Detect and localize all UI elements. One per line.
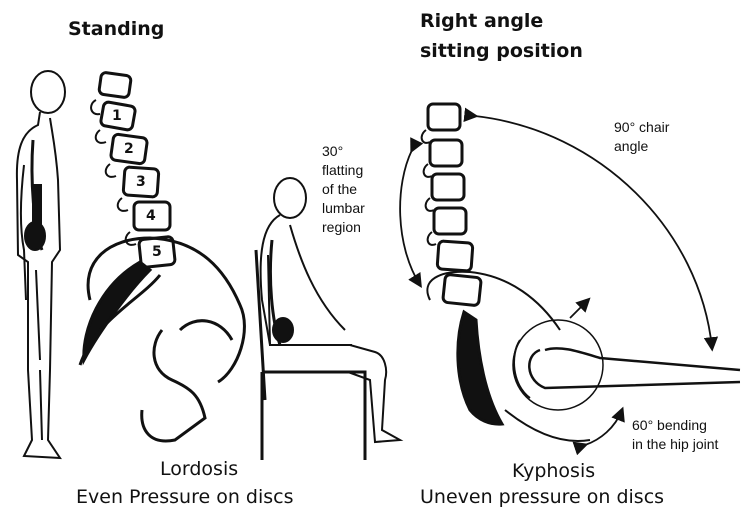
uneven-pressure-caption: Uneven pressure on discs [420,486,664,508]
right-angle-title-line2: sitting position [420,40,583,62]
lumbar-note-line: region [322,218,365,237]
lumbar-note: 30° flatting of the lumbar region [322,142,365,237]
lumbar-note-line: lumbar [322,199,365,218]
vertebra-label-4: 4 [146,208,156,224]
kyphosis-caption: Kyphosis [512,460,595,482]
standing-figure [17,71,65,458]
standing-title: Standing [68,18,164,40]
hip-bending-note: 60° bending in the hip joint [632,416,718,454]
vertebra-label-3: 3 [136,174,146,190]
right-angle-title-line1: Right angle [420,10,543,32]
lumbar-note-line: flatting [322,161,365,180]
lordosis-caption: Lordosis [160,458,238,480]
vertebra-label-2: 2 [124,141,134,157]
vertebra-label-5: 5 [152,244,162,260]
chair-angle-note: 90° chair angle [614,118,669,156]
hip-bending-note-line: 60° bending [632,416,718,435]
hip-bending-note-line: in the hip joint [632,435,718,454]
chair-angle-note-line: angle [614,137,669,156]
lumbar-note-line: 30° [322,142,365,161]
vertebra-label-1: 1 [112,108,122,124]
chair-angle-note-line: 90° chair [614,118,669,137]
kyphotic-spine [422,104,502,424]
even-pressure-caption: Even Pressure on discs [76,486,293,508]
lumbar-note-line: of the [322,180,365,199]
standing-pelvis [80,238,244,441]
